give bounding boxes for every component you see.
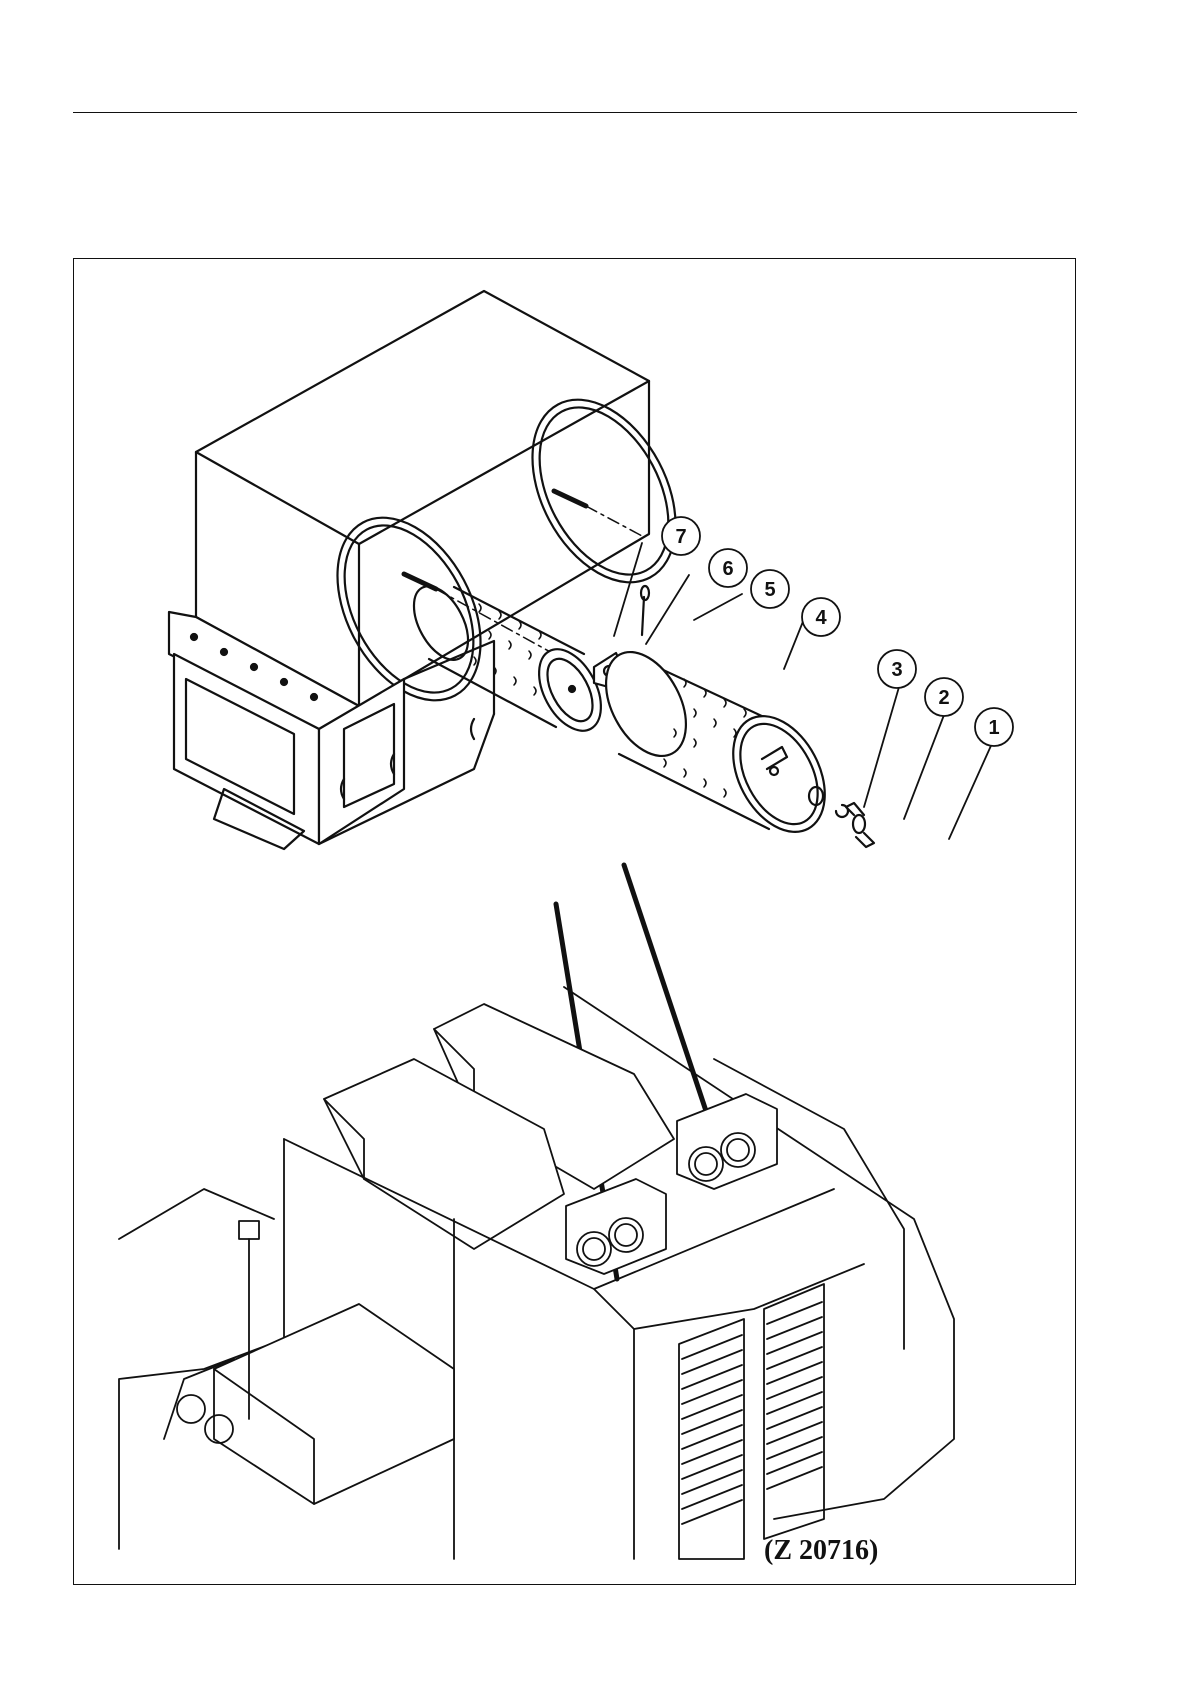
- callout-6: 6: [722, 558, 733, 580]
- callout-1: 1: [988, 717, 999, 739]
- callout-4: 4: [815, 607, 827, 629]
- callout-3: 3: [891, 659, 902, 681]
- callout-7: 7: [675, 526, 686, 548]
- header-rule: [73, 112, 1077, 113]
- figure-reference: (Z 20716): [764, 1535, 878, 1567]
- machine-overview: [119, 987, 954, 1559]
- callout-5: 5: [764, 579, 775, 601]
- exploded-view-illustration: 7 6 5 4 3 2 1: [74, 259, 1077, 1586]
- outer-filter-element: [590, 639, 844, 848]
- figure-frame: 7 6 5 4 3 2 1: [73, 258, 1076, 1585]
- callout-2: 2: [938, 687, 949, 709]
- pin: [641, 586, 649, 635]
- wing-nut: [846, 803, 874, 847]
